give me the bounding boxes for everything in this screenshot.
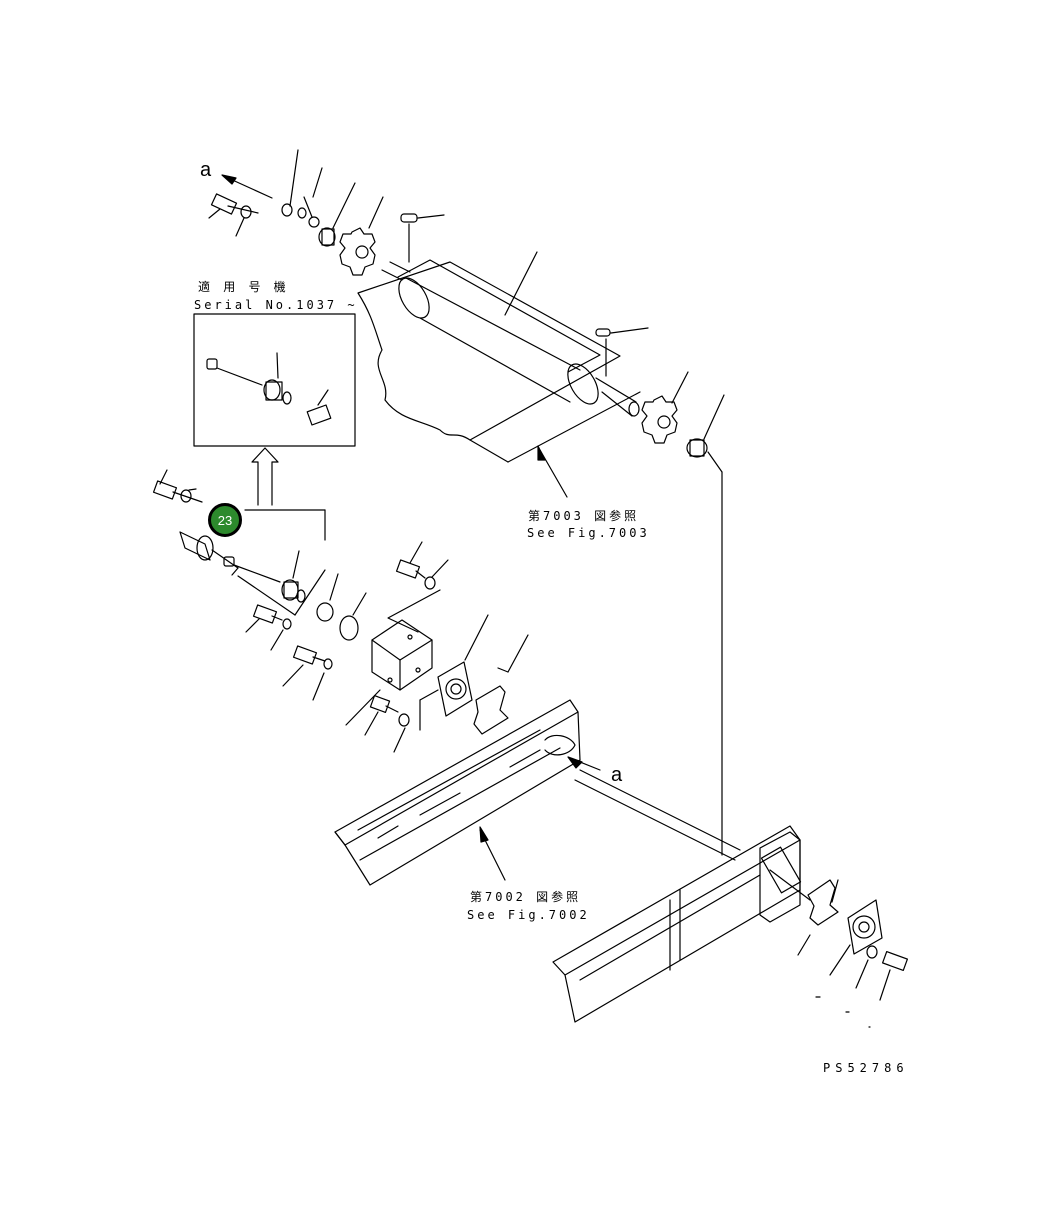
bottom-right-parts: [797, 879, 908, 1028]
serial-no-label: Serial No.1037 ~: [194, 298, 358, 312]
drawing-code: PS52786: [823, 1061, 909, 1075]
keys: [400, 213, 649, 377]
serial-jp-label: 適 用 号 機: [198, 280, 289, 294]
top-bolt-group: [208, 149, 356, 247]
left-parts-group: [152, 469, 367, 701]
ref-fig-7002-jp: 第7002 図参照: [470, 890, 582, 904]
right-sprocket: [641, 371, 725, 856]
ref-fig-7003-jp: 第7003 図参照: [528, 509, 640, 523]
serial-inset-box: [193, 313, 356, 447]
top-sprocket: [339, 196, 384, 276]
bearing-bracket-group: [345, 541, 529, 753]
callout-23-badge[interactable]: 23: [208, 503, 242, 537]
upward-arrow: [251, 447, 279, 506]
arrow-a-bottom-label: a: [611, 764, 623, 786]
arrow-a-top-label: a: [200, 159, 212, 181]
main-frame: [334, 699, 811, 1023]
ref-fig-7003-en: See Fig.7003: [527, 526, 650, 540]
ref-fig-7002-en: See Fig.7002: [467, 908, 590, 922]
roller-assembly: [357, 251, 641, 498]
